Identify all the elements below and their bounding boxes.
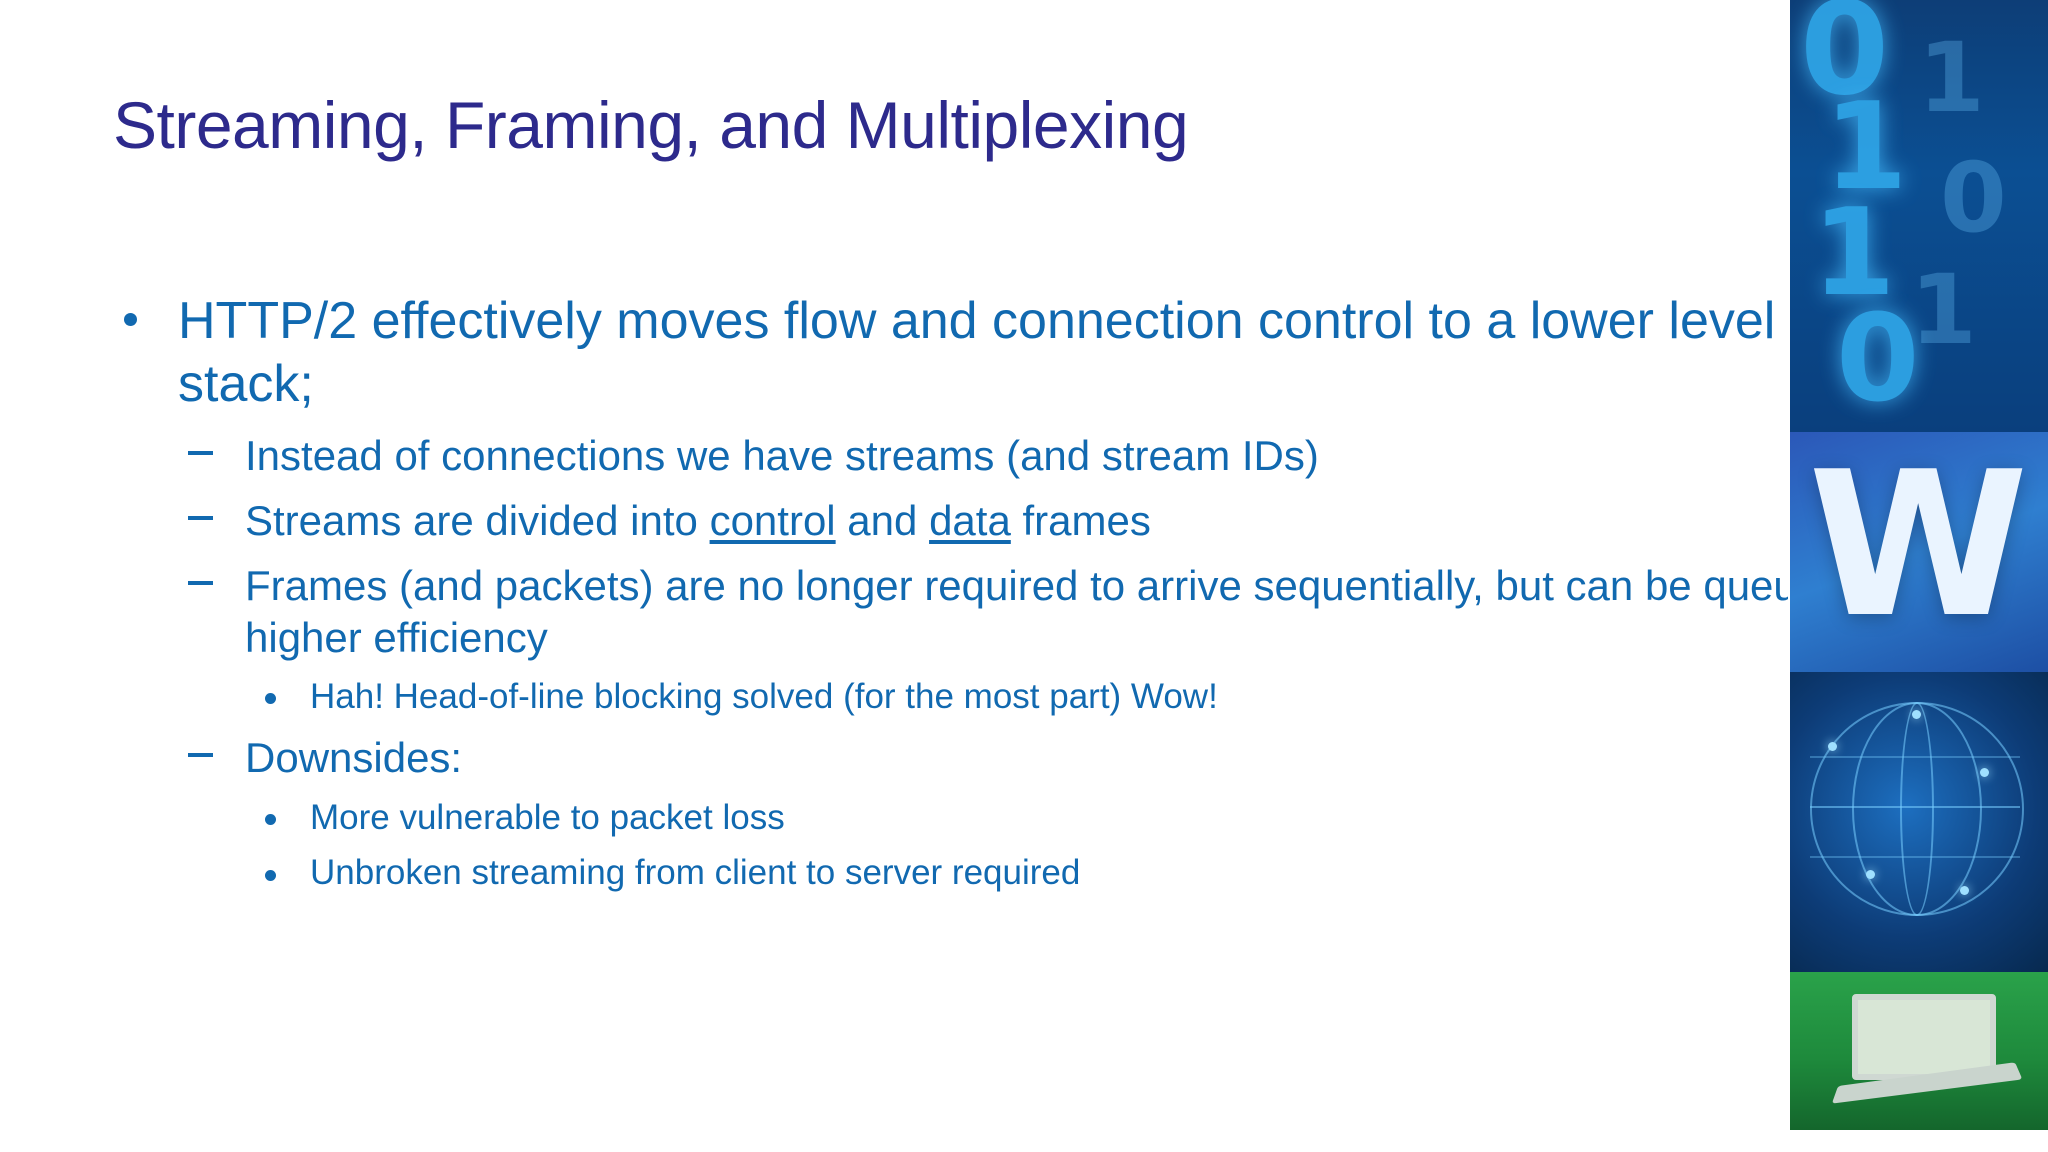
- binary-digit-zero-icon: 0: [1836, 290, 1920, 429]
- binary-digit-one-icon: 1: [1812, 184, 1896, 323]
- network-globe-image: [1790, 672, 2048, 972]
- laptop-image: [1790, 972, 2048, 1130]
- bullet-dot-icon: [265, 814, 276, 826]
- globe-equator-line: [1810, 806, 2020, 808]
- bullet-dash-icon: [188, 753, 213, 758]
- bullet-level2-streams: Instead of connections we have streams (…: [110, 430, 1920, 481]
- slide-body: HTTP/2 effectively moves flow and connec…: [110, 290, 1920, 895]
- bullet-dot-icon: [265, 693, 276, 705]
- laptop-screen-icon: [1852, 994, 1996, 1080]
- w-logo-image: W: [1790, 432, 2048, 672]
- bullet-level1-http2: HTTP/2 effectively moves flow and connec…: [110, 290, 1920, 416]
- globe-latitude-line: [1810, 856, 2020, 858]
- binary-digit-faint-icon: 1: [1910, 254, 1977, 366]
- binary-digit-zero-icon: 0: [1800, 0, 1890, 124]
- bullet-text-part-a: Streams are divided into: [245, 497, 710, 545]
- bullet-text-underline-data: data: [929, 497, 1011, 545]
- bullet-text: Frames (and packets) are no longer requi…: [245, 562, 1905, 661]
- bullet-dash-icon: [188, 516, 213, 521]
- bullet-text: Hah! Head-of-line blocking solved (for t…: [310, 676, 1218, 716]
- bullet-text: HTTP/2 effectively moves flow and connec…: [178, 292, 1920, 413]
- bullet-text: Downsides:: [245, 734, 463, 782]
- bullet-text-part-c: frames: [1010, 497, 1151, 545]
- binary-digit-faint-icon: 1: [1918, 22, 1985, 134]
- binary-digits-image: 0 1 1 0 1 0 1: [1790, 0, 2048, 432]
- network-node-icon: [1980, 768, 1989, 777]
- bullet-level3-head-of-line: Hah! Head-of-line blocking solved (for t…: [110, 676, 1920, 719]
- globe-latitude-line: [1810, 756, 2020, 758]
- bullet-level3-packet-loss: More vulnerable to packet loss: [110, 797, 1920, 840]
- bullet-dash-icon: [188, 450, 213, 455]
- network-node-icon: [1912, 710, 1921, 719]
- page-title: Streaming, Framing, and Multiplexing: [113, 88, 1189, 163]
- network-node-icon: [1960, 886, 1969, 895]
- bullet-dash-icon: [188, 581, 213, 586]
- bullet-dot-icon: [124, 312, 137, 326]
- decorative-image-strip: 0 1 1 0 1 0 1 W: [1790, 0, 2048, 1130]
- network-node-icon: [1866, 870, 1875, 879]
- bullet-text: Instead of connections we have streams (…: [245, 431, 1319, 479]
- bullet-text: Unbroken streaming from client to server…: [310, 853, 1081, 893]
- strip-edge-divider: [1788, 0, 1790, 1152]
- bullet-level3-unbroken-streaming: Unbroken streaming from client to server…: [110, 852, 1920, 895]
- bullet-dot-icon: [265, 869, 276, 881]
- bullet-text: More vulnerable to packet loss: [310, 797, 785, 837]
- binary-digit-faint-icon: 0: [1940, 142, 2007, 254]
- bullet-level2-downsides: Downsides:: [110, 732, 1920, 783]
- bullet-text: Streams are divided into control and dat…: [245, 497, 1151, 544]
- binary-digit-one-icon: 1: [1824, 78, 1908, 217]
- globe-ring-icon: [1900, 702, 1934, 916]
- network-node-icon: [1828, 742, 1837, 751]
- bullet-text-part-b: and: [835, 497, 930, 545]
- bullet-level2-frames-sequential: Frames (and packets) are no longer requi…: [110, 560, 1920, 662]
- slide-bottom-margin: [0, 1130, 2048, 1152]
- bullet-text-underline-control: control: [709, 497, 836, 545]
- w-letter-icon: W: [1808, 432, 2029, 662]
- bullet-level2-control-data-frames: Streams are divided into control and dat…: [110, 495, 1920, 546]
